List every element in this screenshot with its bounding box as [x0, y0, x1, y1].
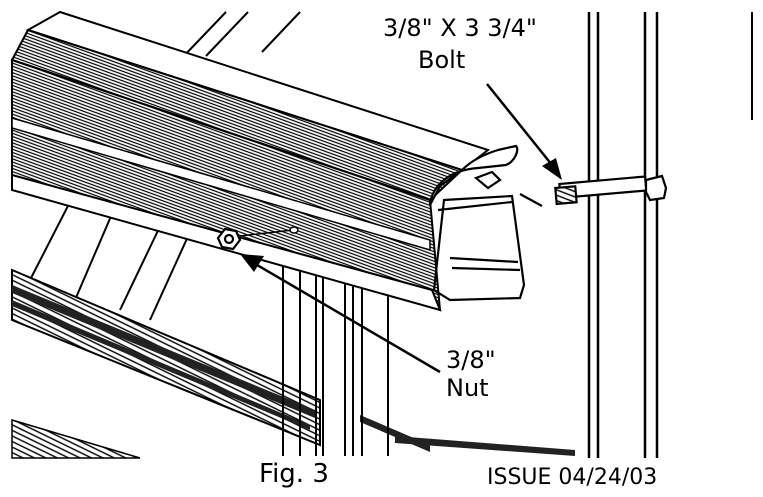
upright-post	[587, 12, 659, 458]
bolt-name-label: Bolt	[418, 46, 466, 74]
lower-track	[11, 268, 575, 459]
nut-pointer-arrow	[251, 260, 441, 374]
bolt	[554, 174, 668, 206]
bolt-arrowhead	[542, 158, 562, 180]
nut-arrowhead	[240, 254, 264, 272]
bolt-pointer-arrow	[486, 83, 557, 171]
rail-end-profile	[428, 144, 543, 302]
nut-name-label: Nut	[446, 374, 489, 402]
nut-size-label: 3/8"	[446, 346, 496, 374]
bolt-hole	[289, 226, 299, 234]
nut	[216, 227, 242, 251]
figure-caption: Fig. 3	[259, 459, 329, 489]
bolt-size-label: 3/8" X 3 3/4"	[383, 14, 537, 42]
issue-date: ISSUE 04/24/03	[487, 465, 658, 490]
bolt-hole-line	[239, 229, 294, 237]
